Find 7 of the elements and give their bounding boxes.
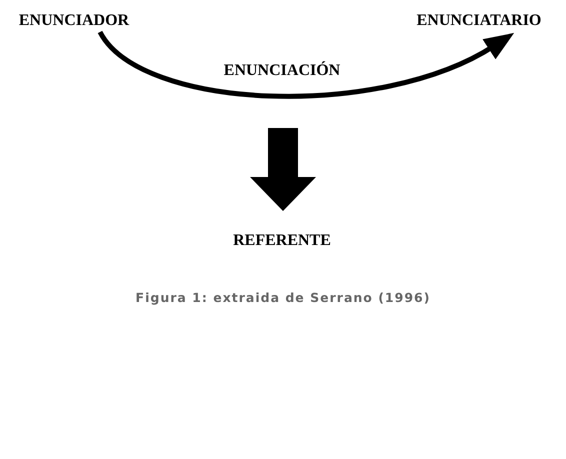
caption: Figura 1: extraida de Serrano (1996) xyxy=(134,290,432,305)
arrow xyxy=(250,128,316,211)
node-label: ENUNCIATARIO xyxy=(406,12,552,32)
node-label: REFERENTE xyxy=(226,209,338,251)
node-label: ENUNCIADOR xyxy=(12,12,136,32)
edge-label: ENUNCIACIÓN xyxy=(224,62,340,80)
arrow xyxy=(98,30,516,98)
